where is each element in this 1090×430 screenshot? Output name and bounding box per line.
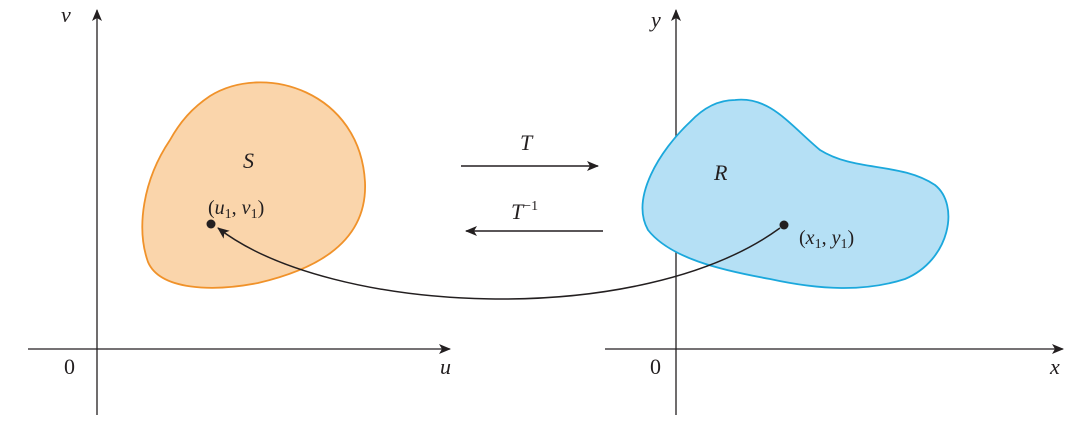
- forward-map-label: T: [520, 130, 534, 155]
- y-axis-label: y: [649, 7, 661, 32]
- region-r: [641, 98, 950, 289]
- x-axis-label: x: [1049, 354, 1060, 379]
- point-x1-y1: [779, 220, 789, 230]
- point-u1-v1: [206, 219, 216, 229]
- correspondence-curve-arrow: [217, 227, 781, 300]
- region-s-label: S: [243, 148, 254, 173]
- region-r-label: R: [713, 160, 728, 185]
- inverse-map-label: T−1: [511, 199, 538, 224]
- region-s: [141, 81, 366, 289]
- xy-origin-label: 0: [650, 354, 661, 379]
- point-x1-y1-label: (x1, y1): [799, 227, 854, 252]
- v-axis-label: v: [61, 2, 71, 27]
- xy-plane: x y 0 R (x1, y1): [605, 7, 1064, 415]
- u-axis-label: u: [440, 354, 451, 379]
- point-u1-v1-label: (u1, v1): [208, 197, 264, 222]
- uv-origin-label: 0: [64, 354, 75, 379]
- uv-plane: u v 0 S (u1, v1): [28, 2, 451, 415]
- mapping-arrows: T T−1: [217, 130, 781, 300]
